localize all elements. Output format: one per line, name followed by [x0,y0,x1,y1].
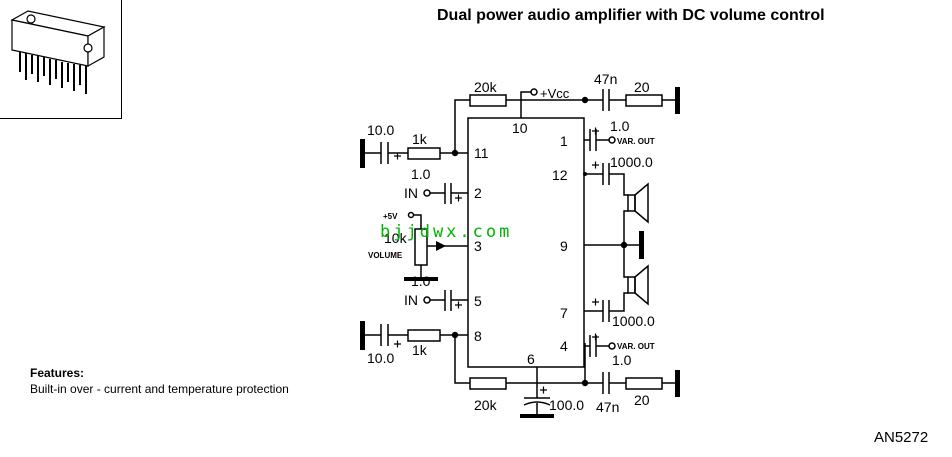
pin-7-label: 7 [560,305,568,321]
ground-icon-pot [404,277,438,281]
r-out-bottom-label: 20 [634,392,650,408]
pin-2-label: 2 [474,185,482,201]
in2-label: IN [404,185,418,201]
c1-label: 1.0 [610,118,630,134]
c-in5-label: 1.0 [411,273,431,289]
pin-10-label: 10 [512,120,528,136]
pot-label: 10k [384,230,408,246]
pin-4-label: 4 [560,338,568,354]
ic-package-icon [10,10,106,94]
c-out-top-label: 47n [594,71,617,87]
resistor-20-bottom [625,377,663,390]
var-out-bottom-label: VAR. OUT [617,342,655,351]
vcc-label: +Vcc [540,86,570,101]
pin-3-label: 3 [474,238,482,254]
c7-label: 1000.0 [612,313,655,329]
part-number: AN5272 [874,429,929,446]
vcc-terminal [530,88,538,96]
pot-wiper-arrow [436,241,446,251]
c8-label: 10.0 [367,350,394,366]
features-heading: Features: [30,366,85,380]
ground-icon-pin8 [360,321,365,350]
pin-6-label: 6 [527,351,535,367]
ground-icon-top [675,87,680,114]
pin-11-label: 11 [474,145,489,161]
r-fb-top-label: 20k [474,79,498,95]
r-out-top-label: 20 [634,79,650,95]
resistor-1k-pin8 [407,329,441,342]
c6-label: 100.0 [549,397,584,413]
speaker-top [627,194,636,212]
in5-label: IN [404,292,418,308]
pin-5-label: 5 [474,293,482,309]
pin-9-label: 9 [560,238,568,254]
r-fb-bottom-label: 20k [474,397,498,413]
resistor-1k-pin11 [407,147,441,160]
page-title: Dual power audio amplifier with DC volum… [437,7,825,24]
ground-icon-bottom [675,370,680,397]
watermark-text: bjjdwx.com [380,222,512,242]
resistor-20-top [625,94,663,107]
ground-icon-pin9 [639,231,644,259]
var-out-top-label: VAR. OUT [617,137,655,146]
ground-icon-pin11 [360,139,365,168]
volume-label: VOLUME [368,251,403,260]
speaker-bottom [627,276,636,294]
r11-label: 1k [412,131,428,147]
plus5v-label: +5V [383,212,398,221]
r8-label: 1k [412,342,428,358]
ic-body [467,117,585,368]
c12-label: 1000.0 [610,154,653,170]
ground-icon-pin6 [520,414,554,418]
resistor-20k-bottom [469,377,507,390]
features-text: Built-in over - current and temperature … [30,382,289,396]
c-in2-label: 1.0 [411,166,431,182]
c-out-bottom-label: 47n [596,399,619,415]
pin-12-label: 12 [552,167,568,183]
pin-1-label: 1 [560,133,568,149]
c11-label: 10.0 [367,122,394,138]
chip-package-illustration [0,0,122,119]
resistor-20k-top [469,94,507,107]
pin-8-label: 8 [474,328,482,344]
c4-label: 1.0 [612,352,632,368]
